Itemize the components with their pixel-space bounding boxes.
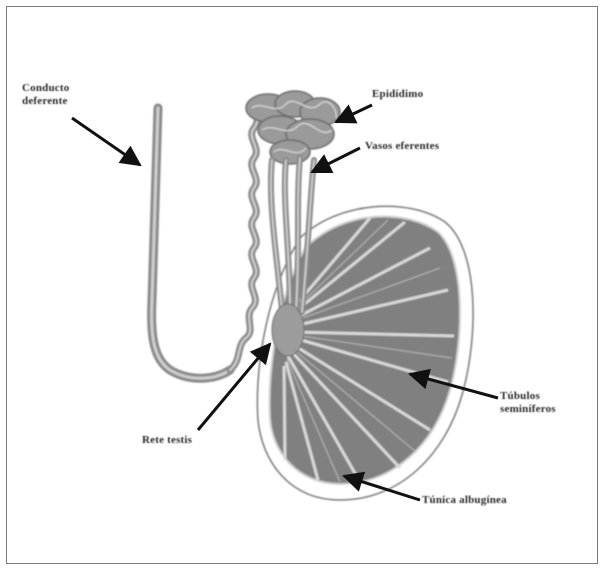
label-tubulos: Túbulos seminíferos (500, 390, 590, 416)
label-epididimo: Epidídimo (372, 88, 423, 100)
arrow-vasos (312, 148, 360, 172)
label-conducto: Conducto deferente (22, 82, 102, 108)
vas-deferens (152, 108, 230, 378)
convoluted-duct (230, 102, 262, 370)
arrow-epididimo (336, 105, 372, 122)
label-rete: Rete testis (142, 434, 192, 446)
rete-testis-region (272, 304, 304, 356)
arrow-tunica (344, 476, 420, 500)
label-vasos: Vasos eferentes (365, 140, 439, 152)
arrow-rete (198, 344, 270, 430)
arrow-conducto (72, 118, 140, 165)
label-tunica: Túnica albugínea (422, 494, 507, 506)
